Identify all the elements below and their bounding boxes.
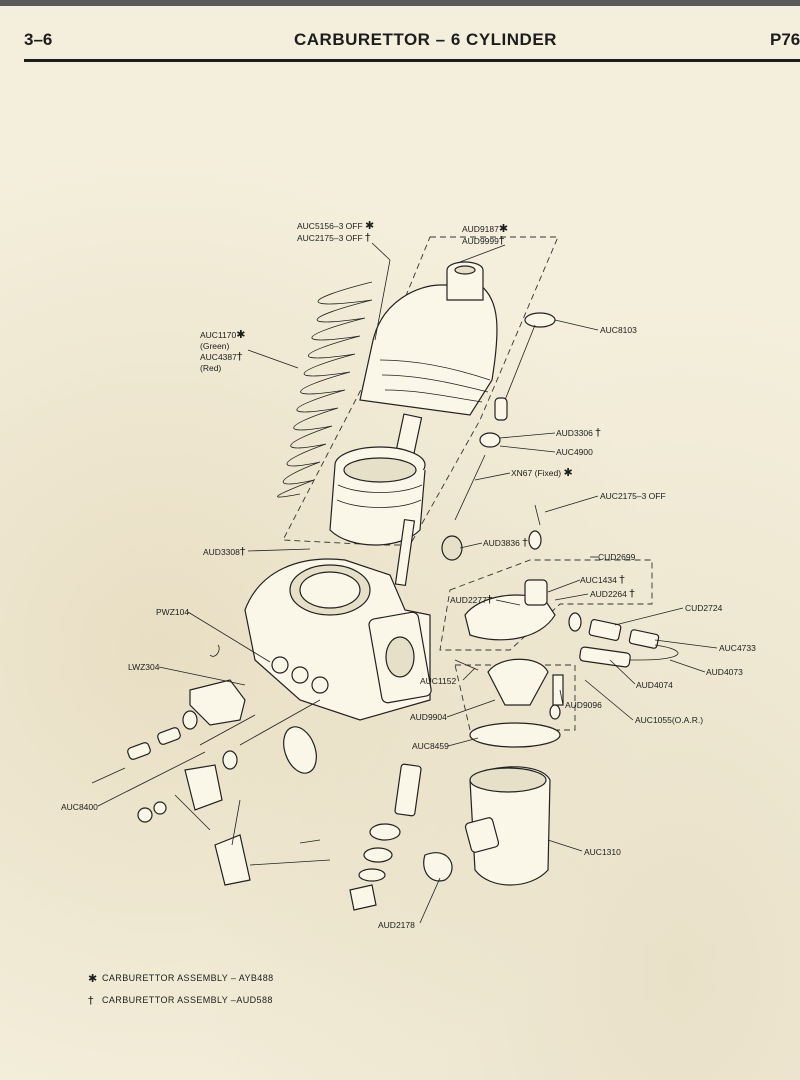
piston xyxy=(329,413,426,546)
label-aud4074: AUD4074 xyxy=(636,680,673,690)
label-auc2175a: AUC2175–3 OFF † xyxy=(297,231,371,244)
label-aud4073: AUD4073 xyxy=(706,667,743,677)
float-chamber xyxy=(464,766,551,886)
label-auc1055: AUC1055(O.A.R.) xyxy=(635,715,703,725)
page-code: P76 xyxy=(770,30,800,49)
float-chamber-dashed-outline xyxy=(439,559,653,651)
label-auc8400: AUC8400 xyxy=(61,802,98,812)
label-cud2699: CUD2699 xyxy=(598,552,636,562)
carburettor-body xyxy=(244,558,432,721)
label-auc1152: AUC1152 xyxy=(420,676,456,686)
dagger-icon: † xyxy=(88,993,94,1007)
legend-row-ayb488: ✱ CARBURETTOR ASSEMBLY – AYB488 xyxy=(88,967,274,989)
label-auc5156: AUC5156–3 OFF ✱ xyxy=(297,219,374,232)
label-cud2724: CUD2724 xyxy=(685,603,723,613)
label-auc4733: AUC4733 xyxy=(719,643,756,653)
piston-spring xyxy=(277,281,373,498)
label-red: (Red) xyxy=(200,363,221,373)
legend: ✱ CARBURETTOR ASSEMBLY – AYB488 † CARBUR… xyxy=(88,967,274,1011)
asterisk-icon: ✱ xyxy=(88,971,98,985)
label-auc1310: AUC1310 xyxy=(584,847,621,857)
scan-edge xyxy=(0,0,800,6)
damper-and-needle xyxy=(394,312,556,587)
label-xn67: XN67 (Fixed) ✱ xyxy=(511,466,573,479)
fuel-pipe-unions xyxy=(568,612,679,668)
label-aud2277: AUD2277† xyxy=(450,593,493,606)
label-aud3308: AUD3308† xyxy=(203,545,246,558)
label-auc4900: AUC4900 xyxy=(556,447,593,457)
legend-row-aud588: † CARBURETTOR ASSEMBLY –AUD588 xyxy=(88,989,274,1011)
label-auc8103: AUC8103 xyxy=(600,325,637,335)
label-auc1434: AUC1434 † xyxy=(580,573,625,586)
leader-lines xyxy=(97,242,718,924)
label-auc2175b: AUC2175–3 OFF xyxy=(600,491,666,501)
label-auc1170: AUC1170✱ xyxy=(200,328,245,341)
label-aud3836: AUD3836 † xyxy=(483,536,528,549)
label-aud2178: AUD2178 xyxy=(378,920,415,930)
label-pwz104: PWZ104 xyxy=(156,607,189,617)
header-rule xyxy=(24,59,800,62)
label-aud9096: AUD9096 xyxy=(565,700,602,710)
label-aud9904: AUD9904 xyxy=(410,712,447,722)
label-auc4387: AUC4387† xyxy=(200,350,243,363)
label-green: (Green) xyxy=(200,341,229,351)
page-number: 3–6 xyxy=(24,30,53,49)
label-lwz304: LWZ304 xyxy=(128,662,160,672)
legend-text: CARBURETTOR ASSEMBLY –AUD588 xyxy=(102,995,273,1005)
label-auc8459: AUC8459 xyxy=(412,741,449,751)
throttle-linkage xyxy=(91,644,331,886)
label-aud3306: AUD3306 † xyxy=(556,426,601,439)
page-title: CARBURETTOR – 6 CYLINDER xyxy=(294,30,557,49)
label-aud9187: AUD9187✱ xyxy=(462,222,508,235)
suction-chamber xyxy=(359,261,498,416)
label-aud2264: AUD2264 † xyxy=(590,587,635,600)
legend-text: CARBURETTOR ASSEMBLY – AYB488 xyxy=(102,973,274,983)
jet-adjusting-parts xyxy=(299,763,453,911)
label-aud9999: AUD9999† xyxy=(462,234,505,247)
float-and-jet xyxy=(454,658,564,748)
float-chamber-lid xyxy=(441,504,556,641)
